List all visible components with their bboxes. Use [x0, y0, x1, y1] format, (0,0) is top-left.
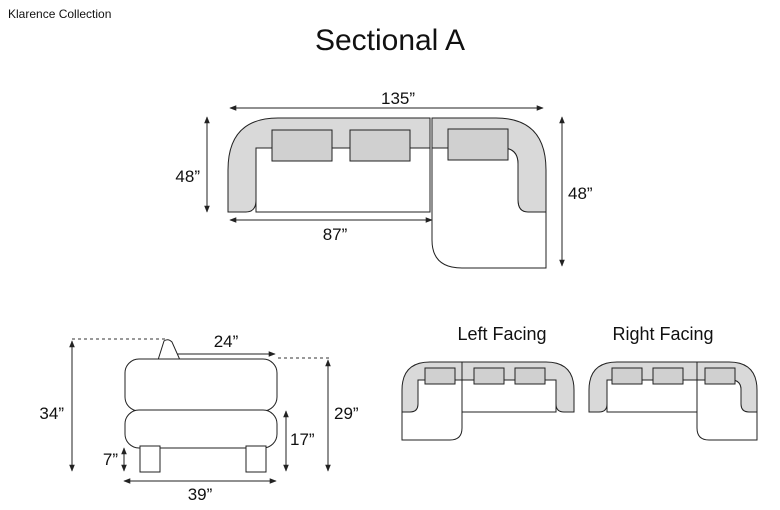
- overall-width-label: 135”: [381, 89, 415, 108]
- lower-base: [124, 409, 278, 449]
- left-facing-config: [401, 361, 575, 441]
- back-pillow: [271, 129, 333, 162]
- left-sofa-piece: [227, 117, 431, 213]
- right-facing-label: Right Facing: [612, 324, 713, 344]
- back-pillow: [473, 367, 505, 385]
- upper-cushion: [124, 358, 278, 412]
- seat-height-label: 17”: [290, 430, 315, 449]
- page-title: Sectional A: [314, 24, 466, 57]
- back-depth-label: 24”: [214, 332, 239, 351]
- back-pillow: [652, 367, 684, 385]
- left-facing-label: Left Facing: [457, 324, 546, 344]
- back-pillow: [514, 367, 546, 385]
- back-pillow: [424, 367, 456, 385]
- brand-name: Klarence Collection: [8, 7, 112, 21]
- sofa-side-profile: [124, 339, 278, 473]
- overall-depth-label: 39”: [188, 485, 213, 504]
- right-facing-config: [588, 361, 758, 441]
- right-chaise-piece: [431, 117, 547, 269]
- overall-height-label: 34”: [39, 404, 64, 423]
- back-leg: [245, 445, 267, 473]
- top-view: 135” 48” 48” 87”: [175, 89, 593, 269]
- back-pillow: [447, 128, 509, 161]
- arm-height-label: 29”: [334, 404, 359, 423]
- back-pillow: [704, 367, 736, 385]
- leg-height-label: 7”: [103, 450, 118, 469]
- front-leg: [139, 445, 161, 473]
- left-depth-label: 48”: [175, 167, 200, 186]
- back-pillow: [349, 129, 411, 162]
- back-pillow: [611, 367, 643, 385]
- side-view: 24” 34” 29” 17” 7” 39”: [39, 332, 358, 504]
- right-depth-label: 48”: [568, 184, 593, 203]
- sofa-width-label: 87”: [323, 225, 348, 244]
- back-cushion: [157, 339, 181, 361]
